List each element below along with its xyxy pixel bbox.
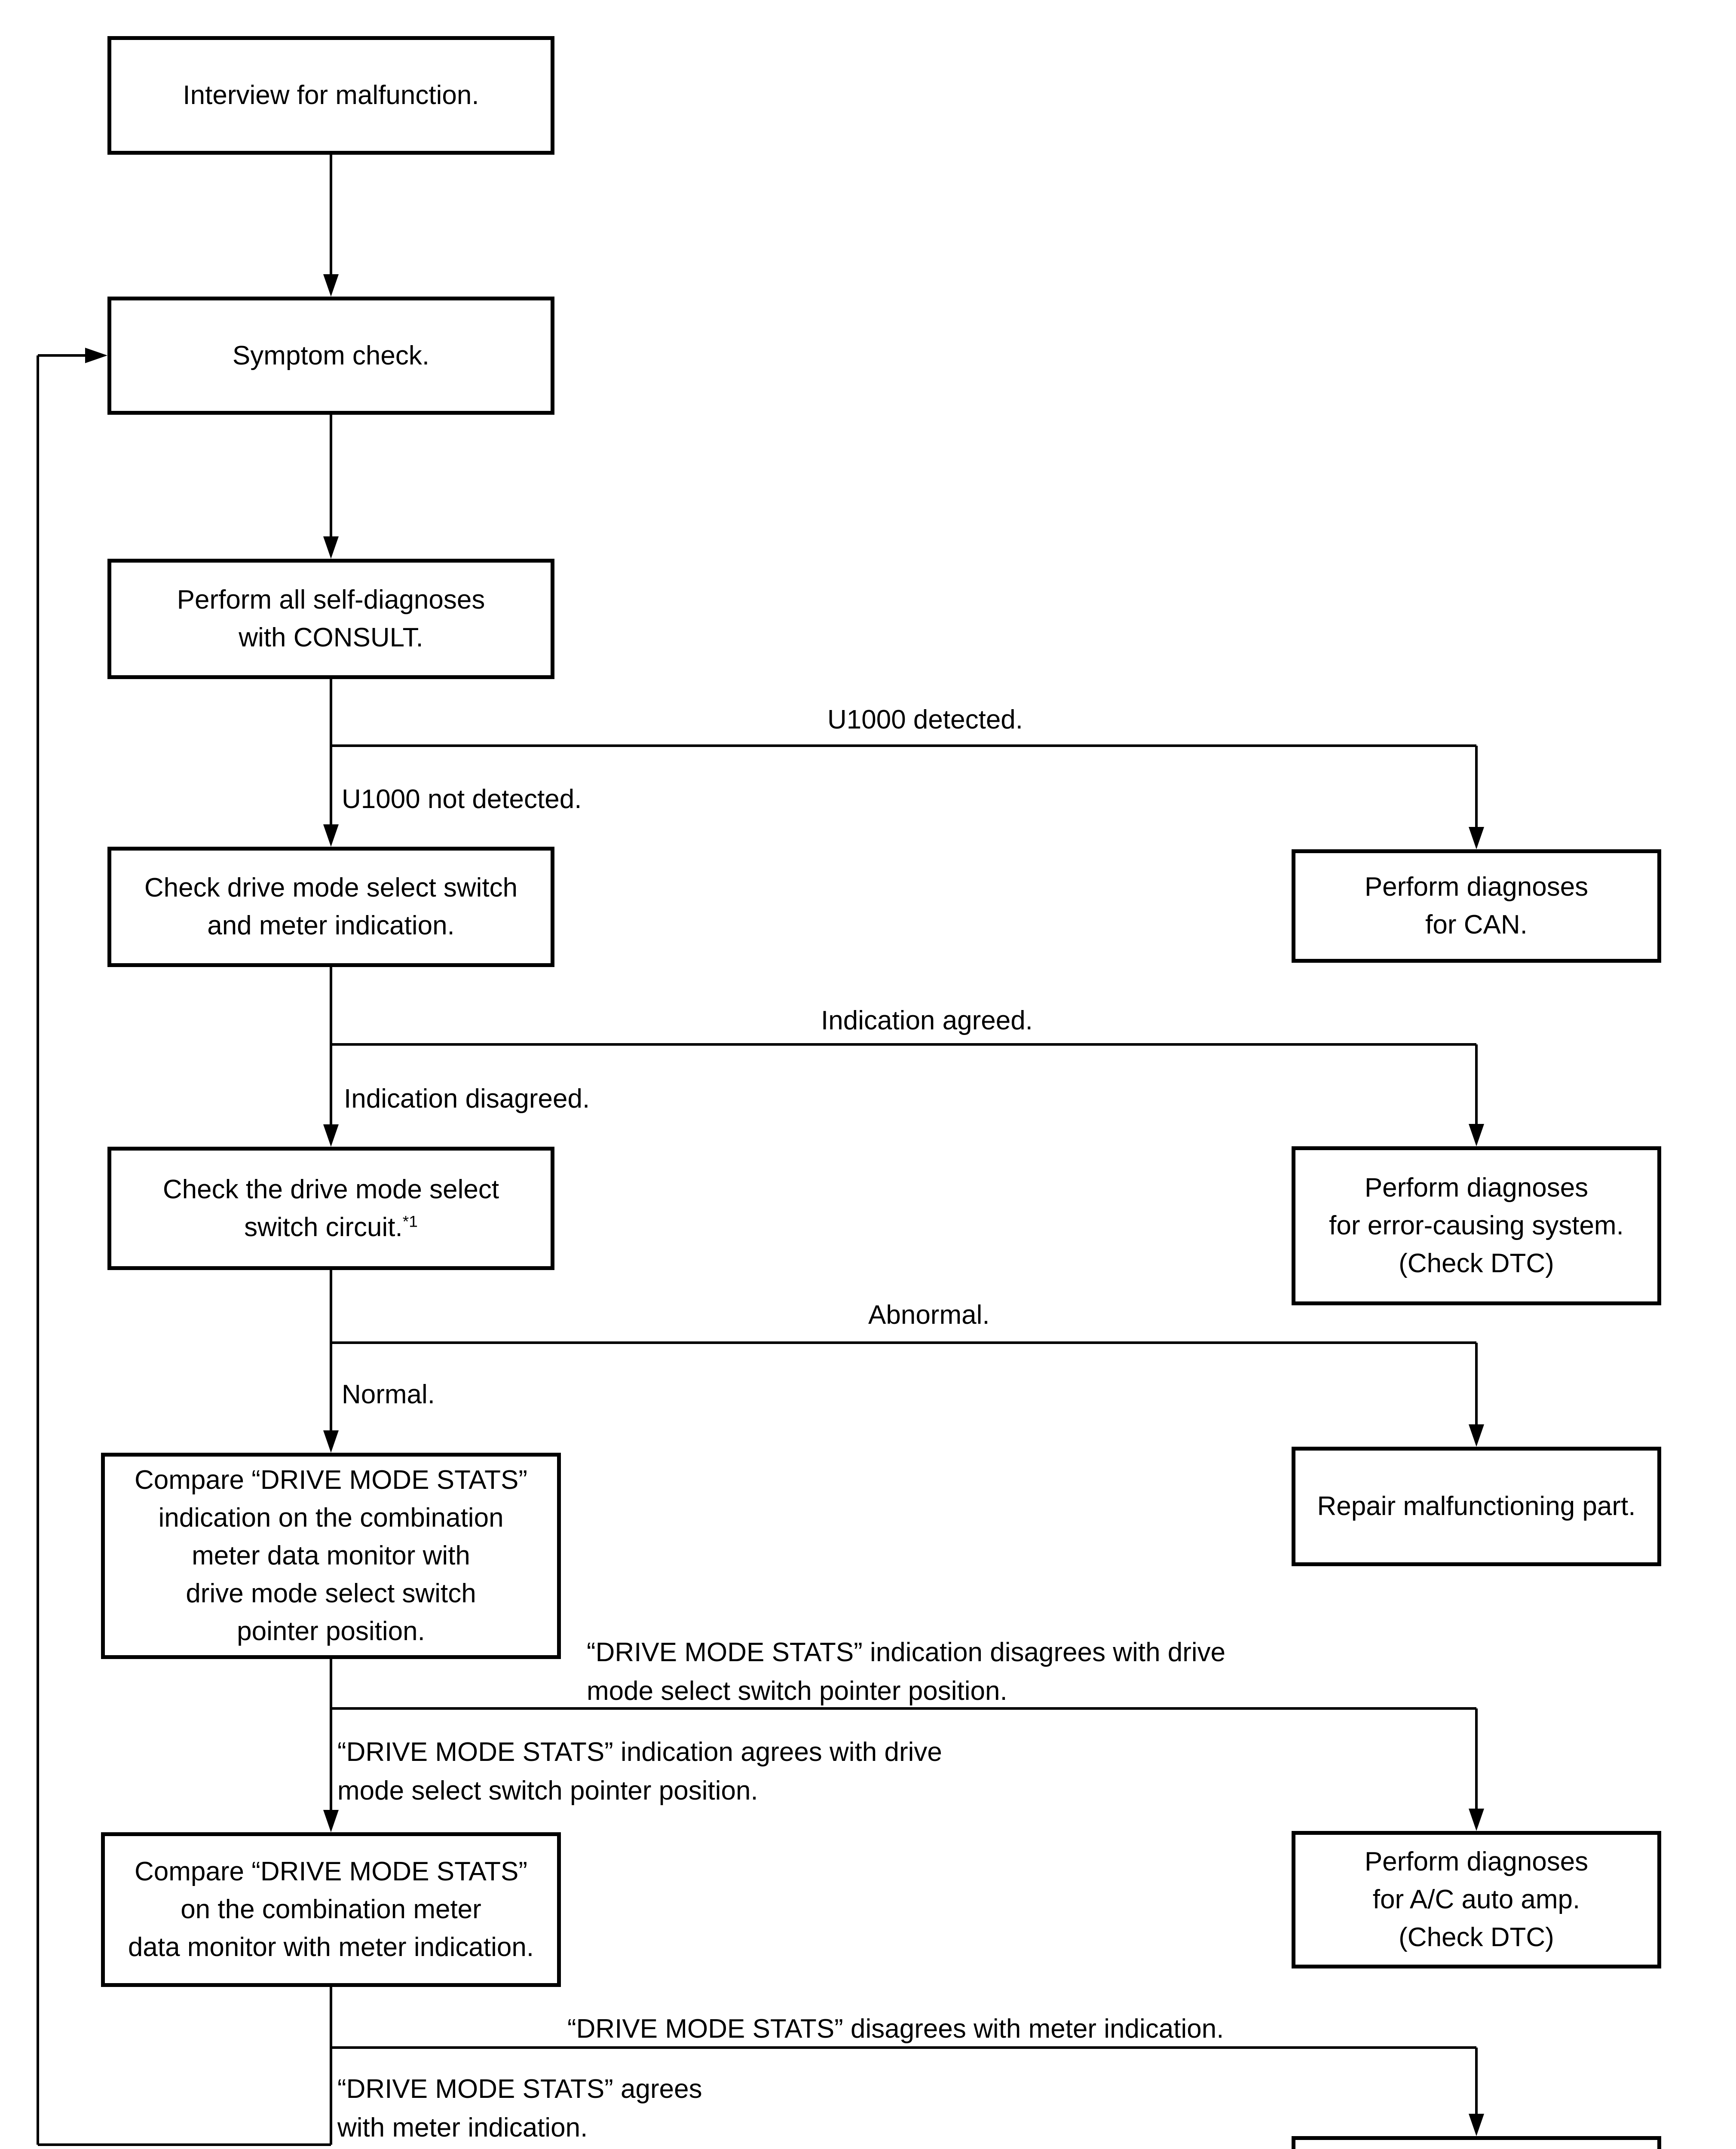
flow-box-line: Compare “DRIVE MODE STATS”	[134, 1857, 528, 1886]
edge-label-line: mode select switch pointer position.	[337, 1776, 758, 1806]
flow-box-compare-dms-with-pointer: Compare “DRIVE MODE STATS” indication on…	[101, 1453, 561, 1659]
edge-label-dms-disagrees-with-pointer: “DRIVE MODE STATS” indication disagrees …	[587, 1633, 1225, 1711]
edge-label-u1000-not-detected: U1000 not detected.	[342, 784, 582, 814]
flow-box-line: Check drive mode select switch	[144, 873, 518, 903]
edge-label-line: “DRIVE MODE STATS” agrees	[337, 2074, 702, 2104]
edge-label-line: with meter indication.	[337, 2113, 588, 2143]
flow-box-line: Perform diagnoses	[1364, 1173, 1589, 1203]
arrowhead-down-icon	[323, 1810, 339, 1832]
flow-box-line: (Check DTC)	[1399, 1249, 1554, 1278]
edge-label-abnormal: Abnormal.	[868, 1300, 990, 1330]
arrowhead-down-icon	[1469, 827, 1484, 849]
edge-label-dms-disagrees-with-meter: “DRIVE MODE STATS” disagrees with meter …	[567, 2014, 1224, 2044]
arrowhead-down-icon	[1469, 1124, 1484, 1146]
flow-box-check-switch-and-meter: Check drive mode select switch and meter…	[107, 847, 554, 967]
flow-box-line: indication on the combination	[158, 1503, 504, 1533]
flow-box-line: on the combination meter	[181, 1895, 481, 1924]
arrowhead-right-icon	[85, 348, 107, 363]
edge-label-line: “DRIVE MODE STATS” indication agrees wit…	[337, 1737, 942, 1767]
flow-box-line: data monitor with meter indication.	[128, 1932, 534, 1962]
flow-box-compare-dms-with-meter: Compare “DRIVE MODE STATS” on the combin…	[101, 1832, 561, 1987]
flow-box-diagnoses-for-can: Perform diagnoses for CAN.	[1292, 849, 1661, 963]
flow-box-perform-self-diagnoses: Perform all self-diagnoses with CONSULT.	[107, 559, 554, 679]
flow-box-line: switch circuit.*1	[244, 1209, 418, 1246]
flow-box-line: pointer position.	[237, 1616, 425, 1646]
flow-box-diagnoses-combination-meter: Perform diagnoses for combination meter.…	[1292, 2136, 1661, 2149]
footnote-superscript: *1	[402, 1212, 418, 1230]
flow-box-line: Symptom check.	[232, 340, 430, 370]
arrowhead-down-icon	[1469, 2114, 1484, 2136]
arrowhead-down-icon	[323, 1124, 339, 1147]
flow-box-line: for CAN.	[1425, 910, 1528, 940]
edge-label-u1000-detected: U1000 detected.	[827, 705, 1023, 735]
arrowhead-down-icon	[1469, 1424, 1484, 1447]
edge-label-dms-agrees-with-pointer: “DRIVE MODE STATS” indication agrees wit…	[337, 1733, 942, 1810]
edge-label-dms-agrees-with-meter: “DRIVE MODE STATS” agrees with meter ind…	[337, 2070, 702, 2147]
flow-box-line: Perform all self-diagnoses	[177, 585, 485, 615]
arrowhead-down-icon	[323, 536, 339, 559]
arrowhead-down-icon	[323, 1430, 339, 1453]
flow-box-symptom-check: Symptom check.	[107, 297, 554, 415]
edge-label-line: mode select switch pointer position.	[587, 1676, 1007, 1706]
flow-box-diagnoses-ac-auto-amp: Perform diagnoses for A/C auto amp. (Che…	[1292, 1831, 1661, 1968]
flow-box-line: Perform diagnoses	[1364, 872, 1589, 902]
flow-box-diagnoses-error-causing-system: Perform diagnoses for error-causing syst…	[1292, 1146, 1661, 1305]
edge-label-indication-disagreed: Indication disagreed.	[344, 1084, 590, 1114]
arrowhead-down-icon	[323, 274, 339, 297]
flow-box-line: for A/C auto amp.	[1372, 1885, 1580, 1914]
flow-box-line: drive mode select switch	[186, 1579, 476, 1608]
arrowhead-down-icon	[1469, 1809, 1484, 1831]
flow-box-line-text: switch circuit.	[244, 1212, 403, 1242]
flow-box-line: (Check DTC)	[1399, 1922, 1554, 1952]
flow-box-line: Compare “DRIVE MODE STATS”	[134, 1465, 528, 1495]
edge-label-indication-agreed: Indication agreed.	[821, 1006, 1033, 1035]
flow-box-repair-malfunctioning-part: Repair malfunctioning part.	[1292, 1447, 1661, 1566]
flow-box-line: Check the drive mode select	[162, 1174, 499, 1204]
flow-box-interview-for-malfunction: Interview for malfunction.	[107, 36, 554, 155]
flow-box-line: and meter indication.	[207, 911, 455, 940]
flow-box-line: meter data monitor with	[192, 1541, 470, 1570]
flow-box-line: Interview for malfunction.	[183, 80, 479, 110]
flow-box-check-switch-circuit: Check the drive mode select switch circu…	[107, 1147, 554, 1270]
flow-box-line: with CONSULT.	[239, 623, 423, 652]
arrowhead-down-icon	[323, 824, 339, 847]
edge-label-normal: Normal.	[342, 1380, 435, 1409]
flow-box-line: Perform diagnoses	[1364, 1847, 1589, 1877]
flow-box-line: Repair malfunctioning part.	[1317, 1491, 1636, 1521]
edge-label-line: “DRIVE MODE STATS” indication disagrees …	[587, 1638, 1226, 1667]
flow-box-line: for error-causing system.	[1329, 1211, 1624, 1240]
